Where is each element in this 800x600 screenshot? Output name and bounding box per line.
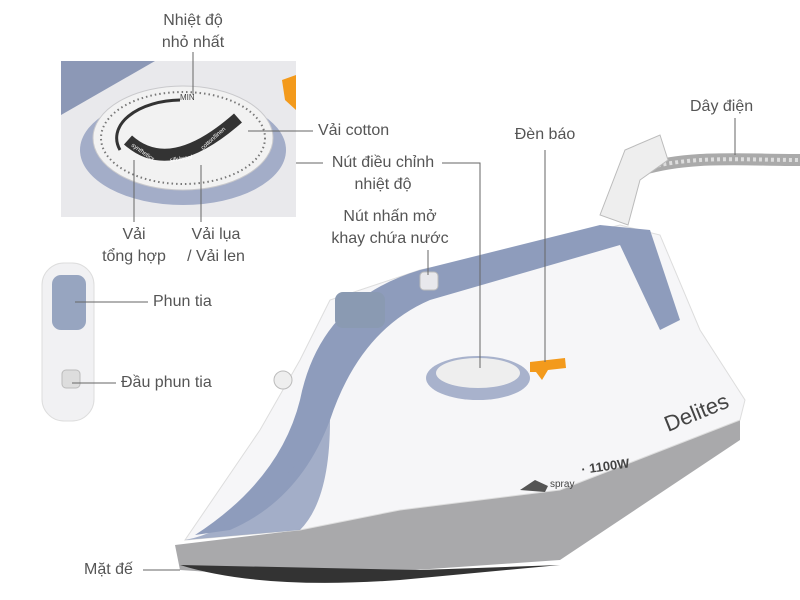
power-rating: · 1100W <box>580 455 631 477</box>
label-silk-wool: Vải lụa / Vải len <box>187 226 245 265</box>
label-water-tray-button: Nút nhấn mở khay chứa nước <box>331 208 449 247</box>
indicator-light <box>530 358 566 380</box>
spray-button <box>335 292 385 328</box>
iron-icon <box>520 480 548 492</box>
nozzle-closeup-inset <box>41 262 95 422</box>
label-temperature-knob: Nút điều chỉnh nhiệt độ <box>331 154 435 193</box>
water-tray-button <box>419 271 439 291</box>
label-soleplate: Mặt đế <box>84 561 133 578</box>
label-spray-nozzle: Đầu phun tia <box>121 374 212 391</box>
leader-lines <box>72 52 736 571</box>
label-spray: Phun tia <box>153 293 212 310</box>
svg-text:MIN: MIN <box>180 93 195 102</box>
label-power-cord: Dây điện <box>690 98 754 115</box>
spray-nozzle <box>273 370 293 390</box>
dial-setting-silk-wool: silk/wool <box>169 155 192 164</box>
cord-guard <box>599 134 669 226</box>
label-indicator-light: Đèn báo <box>514 126 576 143</box>
label-synthetic: Vải tổng hợp <box>102 226 166 265</box>
label-min-temperature: Nhiệt độ nhỏ nhất <box>161 12 225 51</box>
label-cotton: Vải cotton <box>318 122 390 139</box>
dial-closeup-inset: MIN synthetics silk/wool cotton/linen <box>61 61 296 217</box>
spray-text: spray <box>550 479 574 490</box>
soleplate <box>175 400 740 578</box>
